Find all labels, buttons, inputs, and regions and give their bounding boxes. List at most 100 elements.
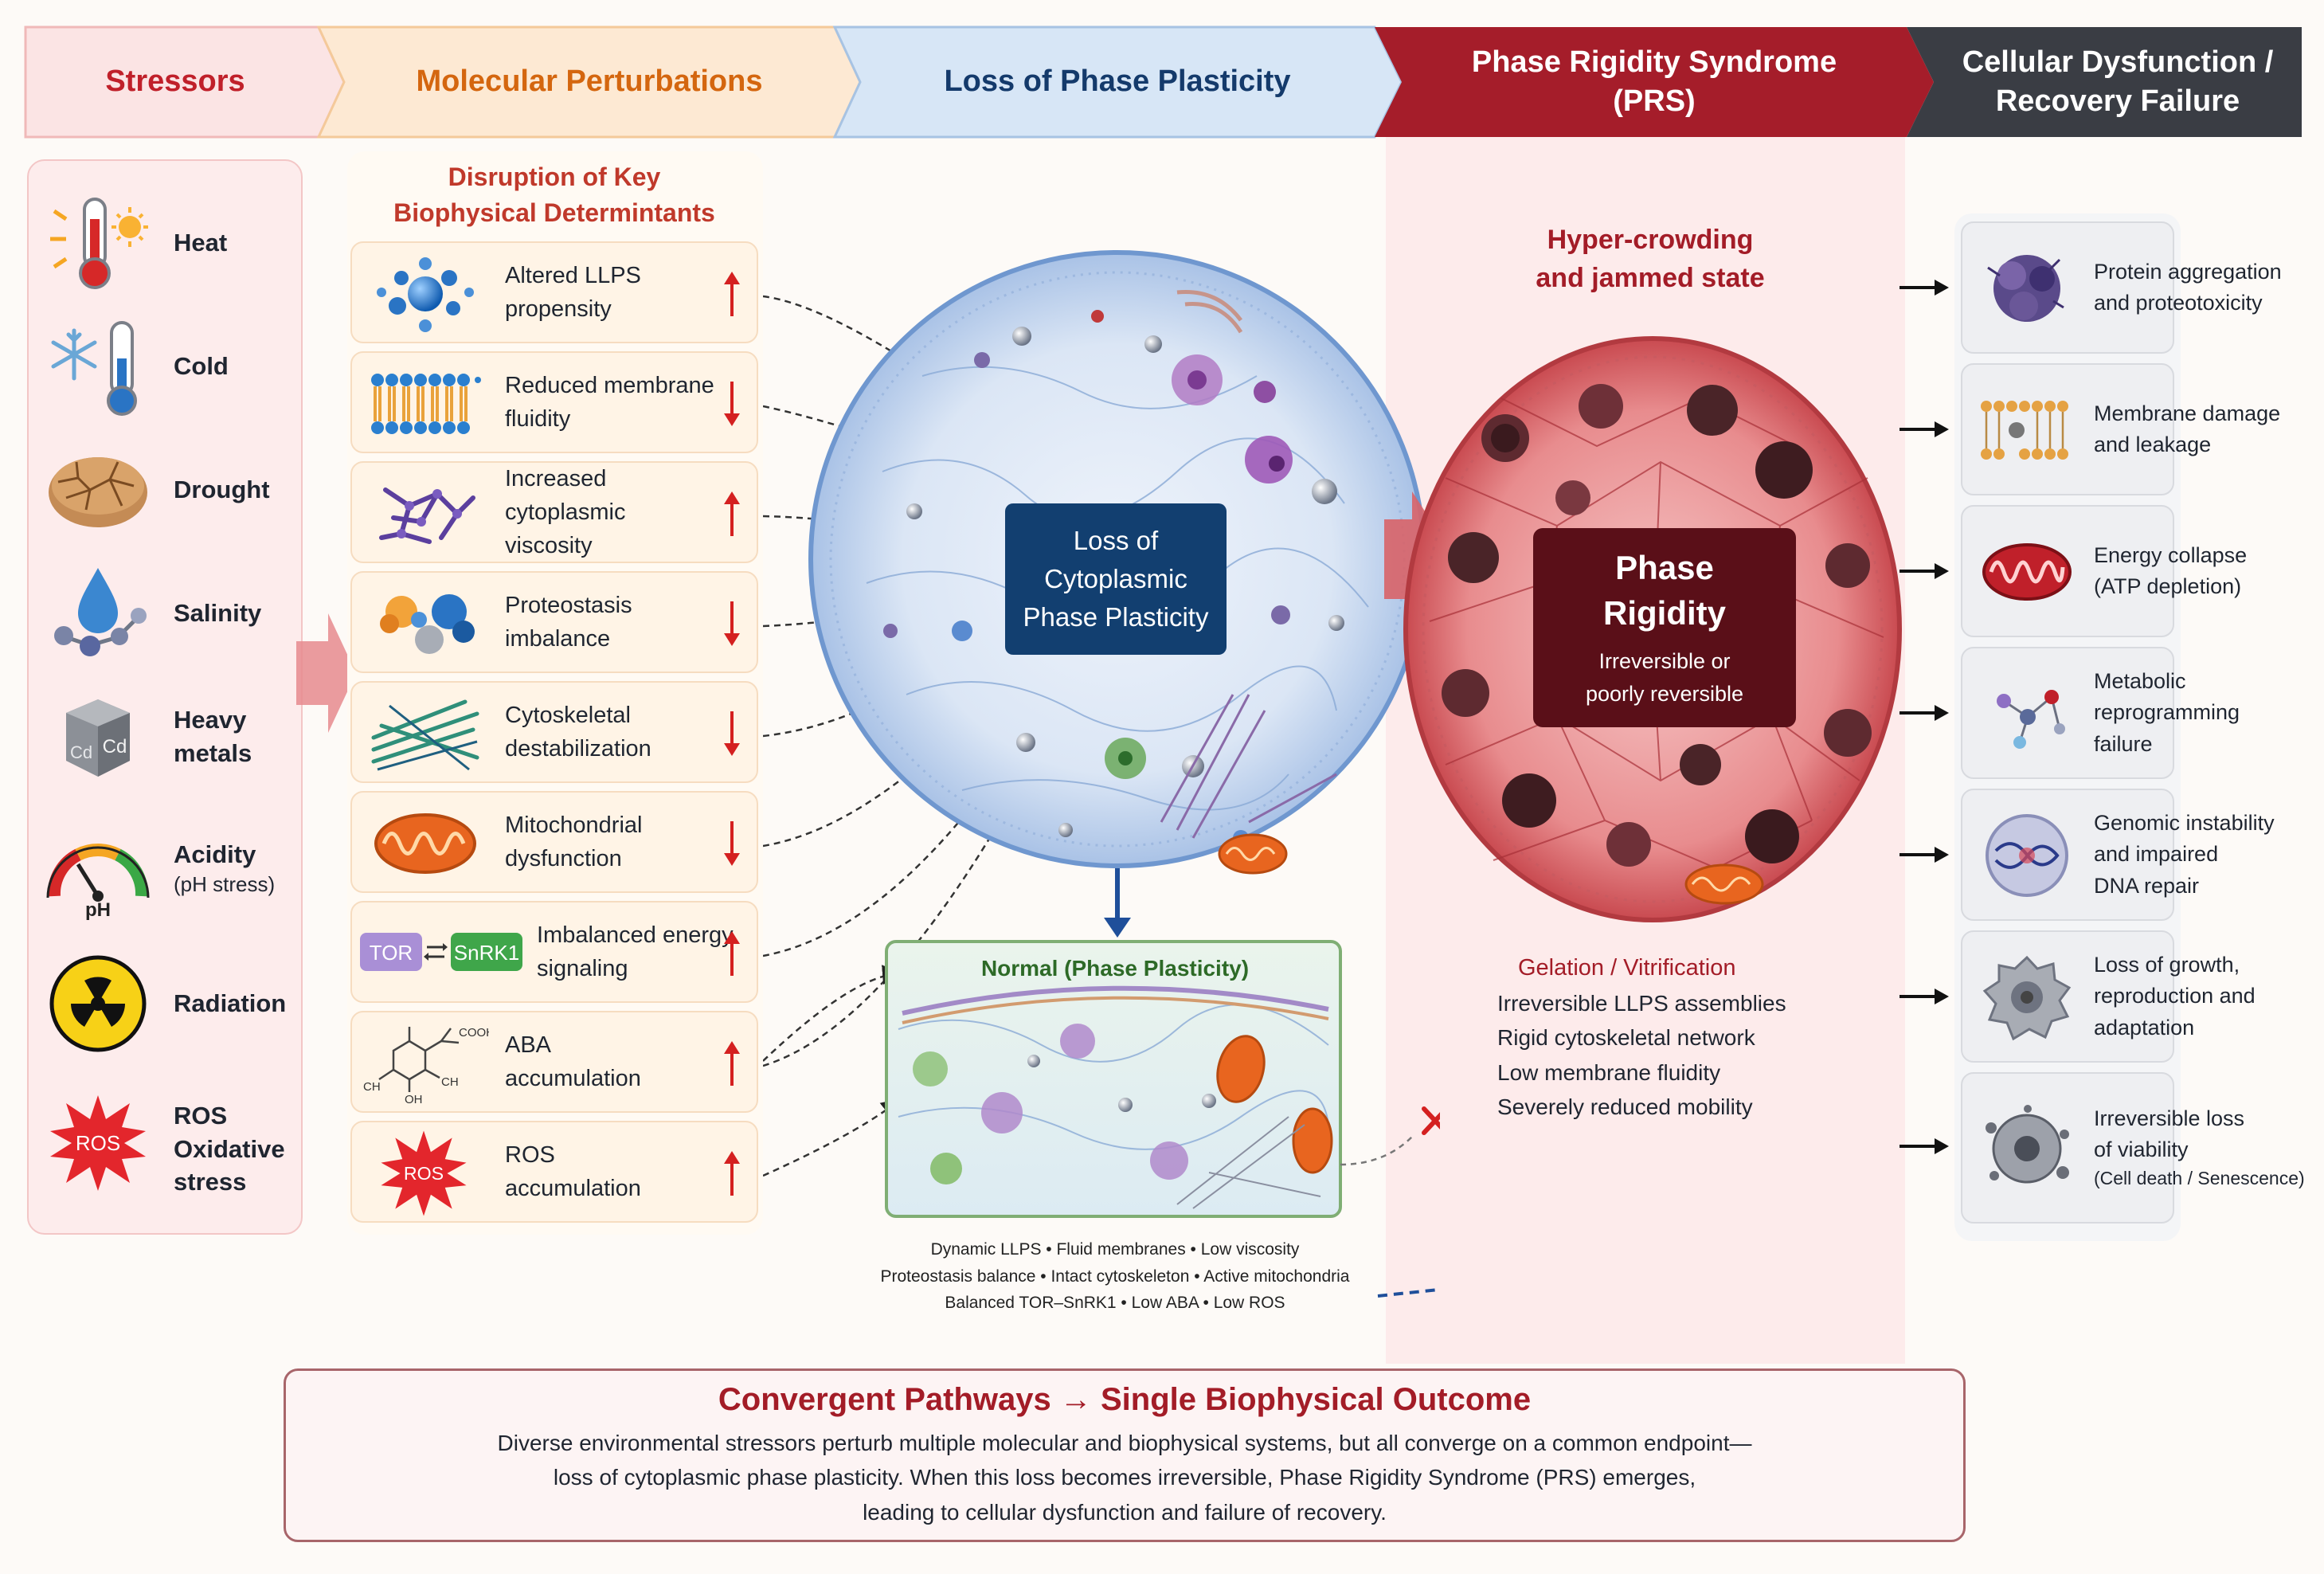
- arrow-up-icon: [724, 272, 740, 316]
- plastic-cell-particles: [883, 310, 1344, 846]
- stressor-heat: Heat: [46, 191, 301, 295]
- arrow-up-icon: [724, 931, 740, 976]
- summary-text: Diverse environmental stressors perturb …: [497, 1431, 1752, 1525]
- outcome-arrow: [1899, 847, 1949, 863]
- outcome-arrow: [1899, 563, 1949, 579]
- plastic-cell-er: [1176, 289, 1243, 334]
- stressor-salinity: Salinity: [46, 562, 301, 665]
- stressor-label: Acidity(pH stress): [174, 840, 276, 897]
- header-prs: Phase Rigidity Syndrome(PRS): [1471, 45, 1837, 118]
- svg-text:ROS: ROS: [404, 1163, 444, 1184]
- plasticity-illustration: [763, 250, 1440, 1298]
- arrow-up-icon: [724, 491, 740, 536]
- metabolic-network-icon: [1997, 690, 2065, 749]
- svg-text:COOH: COOH: [459, 1026, 489, 1040]
- gelation-item: Rigid cytoskeletal network: [1497, 1025, 1755, 1051]
- svg-text:OH: OH: [405, 1093, 423, 1106]
- ros-burst-icon: ROS: [50, 1095, 146, 1191]
- header-band: [24, 25, 2302, 139]
- stressor-drought: Drought: [46, 438, 301, 542]
- arrow-down-icon: [724, 711, 740, 756]
- stressor-label: Radiation: [174, 989, 287, 1018]
- ph-gauge-icon: pH: [46, 844, 150, 920]
- salt-drop-icon: [54, 568, 147, 656]
- header-plasticity: Loss of Phase Plasticity: [944, 65, 1291, 99]
- stressor-cold: Cold: [46, 315, 301, 418]
- normal-to-blocked-connector: [1340, 1136, 1413, 1166]
- plastic-cell-mitochondrion: [1218, 833, 1288, 875]
- header-shape-prs: [1375, 27, 1934, 137]
- svg-text:Cd: Cd: [103, 736, 127, 758]
- outcome-arrow: [1899, 280, 1949, 296]
- gelation-item: Irreversible LLPS assemblies: [1497, 990, 1786, 1016]
- rigid-cell-mitochondrion: [1684, 863, 1764, 905]
- gelation-title: Gelation / Vitrification: [1518, 955, 1736, 981]
- damaged-mitochondrion-icon: [1982, 543, 2072, 601]
- header-shape-dysfunction: [1907, 27, 2302, 137]
- outcome-energy-collapse: Energy collapse(ATP depletion): [1961, 505, 2247, 637]
- svg-text:CH: CH: [363, 1080, 381, 1094]
- arrow-up-icon: [724, 1151, 740, 1196]
- cytoskeleton-icon: [371, 699, 479, 771]
- mitochondrion-icon: [374, 813, 476, 874]
- stressor-acidity: pH Acidity(pH stress): [46, 816, 301, 920]
- outcome-arrow: [1899, 1138, 1949, 1154]
- dna-nucleus-icon: [1986, 814, 2068, 897]
- protein-aggregate-icon: [1987, 255, 2064, 322]
- gelation-item: Low membrane fluidity: [1497, 1059, 1721, 1085]
- thermometer-sun-icon: [50, 198, 148, 289]
- stressor-label: Heat: [174, 229, 228, 257]
- llps-droplet-icon: [377, 257, 474, 332]
- leaky-membrane-icon: [1981, 401, 2068, 460]
- normal-features: Dynamic LLPS • Fluid membranes • Low vis…: [880, 1240, 1350, 1313]
- header-dysfunction: Cellular Dysfunction /Recovery Failure: [1962, 45, 2274, 118]
- stressor-radiation: Radiation: [46, 952, 301, 1055]
- svg-text:TOR: TOR: [370, 941, 413, 965]
- aba-molecule-icon: COOH OH CH CH: [363, 1026, 489, 1106]
- normal-inset-title: Normal (Phase Plasticity): [980, 956, 1250, 981]
- proteostasis-icon: [380, 594, 475, 654]
- stressor-label: Salinity: [174, 599, 262, 628]
- arrow-down-icon: [724, 601, 740, 646]
- outcome-arrow: [1899, 705, 1949, 721]
- tor-snrk1-icon: TOR SnRK1: [360, 933, 522, 971]
- stressor-label: Cold: [174, 352, 229, 381]
- plastic-cell-condensates: [1105, 354, 1293, 779]
- summary-box: Convergent Pathways → Single Biophysical…: [284, 1368, 1966, 1542]
- svg-text:ROS: ROS: [76, 1131, 120, 1155]
- stressor-label: Drought: [174, 476, 270, 504]
- outcome-label: Energy collapse(ATP depletion): [2094, 542, 2248, 598]
- viscous-network-icon: [379, 487, 475, 544]
- ros-burst-icon: ROS: [381, 1130, 467, 1216]
- header-stressors: Stressors: [105, 65, 245, 99]
- arrow-down-icon: [724, 821, 740, 866]
- dying-cell-icon: [1986, 1105, 2069, 1184]
- outcome-arrow: [1899, 421, 1949, 437]
